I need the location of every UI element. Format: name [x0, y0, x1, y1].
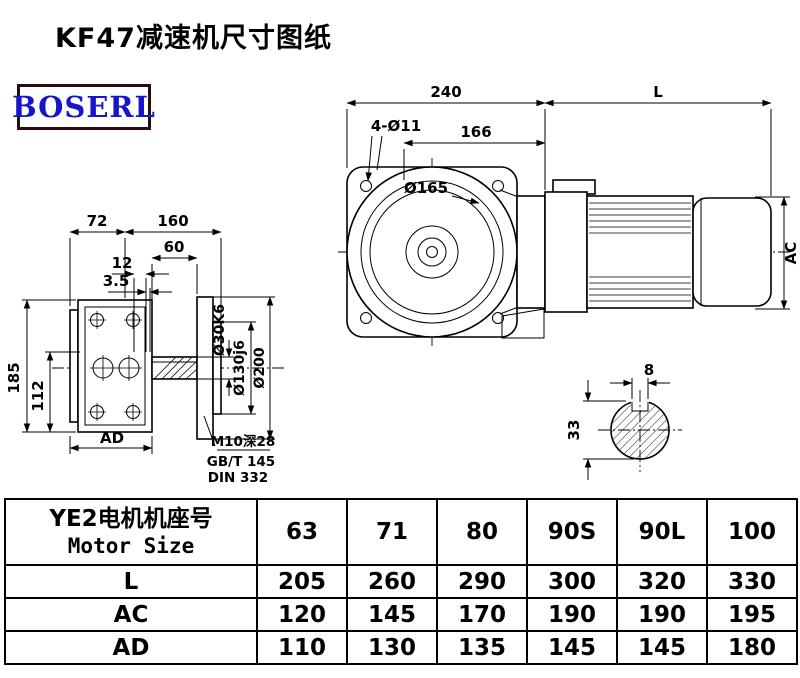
table-cell: 290	[436, 564, 528, 599]
table-cell: 130	[346, 630, 438, 665]
motor-size-label-cn: YE2电机机座号	[49, 505, 213, 532]
bolt-hole	[492, 180, 504, 192]
dim-8: 8	[644, 361, 654, 379]
leader-line	[376, 135, 383, 171]
leader-line	[365, 135, 373, 182]
dim-3-5: 3.5	[103, 272, 130, 290]
shaft-hatching	[153, 356, 198, 380]
bolt-centermarks	[88, 311, 142, 421]
note-std-din: DIN 332	[208, 470, 268, 486]
table-row-AC: AC 120 145 170 190 190 195	[4, 597, 798, 632]
center-bore	[426, 246, 438, 258]
side-view: 72 160 60 12 3.5 185	[5, 212, 285, 486]
dim-flange-dia: Ø200	[252, 347, 268, 388]
dim-160: 160	[157, 212, 188, 230]
motor-size-header-cell: YE2电机机座号 Motor Size	[4, 498, 258, 566]
note-tap: M10深28	[211, 433, 276, 450]
row-label: L	[4, 564, 258, 599]
dim-72: 72	[87, 212, 108, 230]
dim-12: 12	[112, 254, 133, 272]
motor-size-63: 63	[256, 498, 348, 566]
motor-size-90L: 90L	[616, 498, 708, 566]
table-cell: 110	[256, 630, 348, 665]
dim-166: 166	[460, 123, 491, 141]
leader-line	[203, 415, 216, 447]
motor-front-endbell	[544, 191, 588, 313]
table-row-AD: AD 110 130 135 145 145 180	[4, 630, 798, 665]
shaft-section-view: 8 33	[565, 361, 682, 480]
motor-size-label-en: Motor Size	[67, 534, 195, 559]
dim-112: 112	[29, 380, 47, 411]
table-cell: 145	[526, 630, 618, 665]
dim-AD: AD	[100, 429, 124, 447]
technical-drawing: 240 L 166 4-Ø11 Ø165 AC	[5, 83, 800, 486]
dim-60: 60	[164, 238, 185, 256]
motor-size-100: 100	[706, 498, 798, 566]
dim-spigot-dia: Ø130j6	[232, 340, 248, 396]
table-cell: 190	[526, 597, 618, 632]
table-cell: 135	[436, 630, 528, 665]
dim-shaft-dia: Ø30K6	[212, 304, 228, 356]
dimension-table: YE2电机机座号 Motor Size 63 71 80 90S 90L 100…	[4, 498, 798, 665]
bolt-hole	[492, 312, 504, 324]
table-cell: 170	[436, 597, 528, 632]
page-title: KF47减速机尺寸图纸	[55, 23, 332, 54]
table-cell: 190	[616, 597, 708, 632]
brand-logo-text: BOSERL	[12, 89, 156, 124]
table-cell: 120	[256, 597, 348, 632]
leader-line	[451, 195, 480, 204]
brand-logo: BOSERL	[12, 84, 155, 130]
flange-inner-circle	[369, 189, 495, 315]
motor-size-80: 80	[436, 498, 528, 566]
motor-size-71: 71	[346, 498, 438, 566]
front-view: 240 L 166 4-Ø11 Ø165 AC	[338, 83, 800, 346]
row-label: AD	[4, 630, 258, 665]
dim-185: 185	[5, 362, 23, 393]
flange-raised-face-circle	[360, 180, 504, 324]
flange-spigot	[212, 321, 222, 415]
table-cell: 205	[256, 564, 348, 599]
table-cell: 260	[346, 564, 438, 599]
input-face	[69, 309, 79, 423]
dim-AC: AC	[782, 242, 800, 265]
boss-centermarks	[90, 355, 142, 381]
shaft-end-circle	[417, 237, 447, 267]
dim-circle-165: Ø165	[404, 179, 448, 197]
output-shaft	[151, 356, 198, 380]
dim-33: 33	[565, 420, 583, 441]
shaft-hub-circle	[405, 225, 459, 279]
keyway-mask	[631, 396, 649, 411]
table-cell: 300	[526, 564, 618, 599]
note-std-gb: GB/T 145	[207, 454, 275, 470]
motor-fan-cover	[692, 197, 772, 307]
table-cell: 330	[706, 564, 798, 599]
table-cell: 320	[616, 564, 708, 599]
table-cell: 145	[616, 630, 708, 665]
row-label: AC	[4, 597, 258, 632]
dim-L: L	[653, 83, 663, 101]
table-cell: 180	[706, 630, 798, 665]
table-row-L: L 205 260 290 300 320 330	[4, 564, 798, 599]
motor-size-90S: 90S	[526, 498, 618, 566]
housing-foot	[501, 308, 545, 339]
table-header-row: YE2电机机座号 Motor Size 63 71 80 90S 90L 100	[4, 498, 798, 566]
housing-face	[84, 306, 146, 426]
bolt-hole	[360, 312, 372, 324]
table-cell: 195	[706, 597, 798, 632]
motor-body	[586, 195, 694, 309]
dim-240: 240	[430, 83, 461, 101]
motor-adapter	[516, 195, 546, 309]
table-cell: 145	[346, 597, 438, 632]
dim-bolt-holes: 4-Ø11	[371, 117, 421, 135]
motor-cooling-fins	[589, 202, 691, 302]
